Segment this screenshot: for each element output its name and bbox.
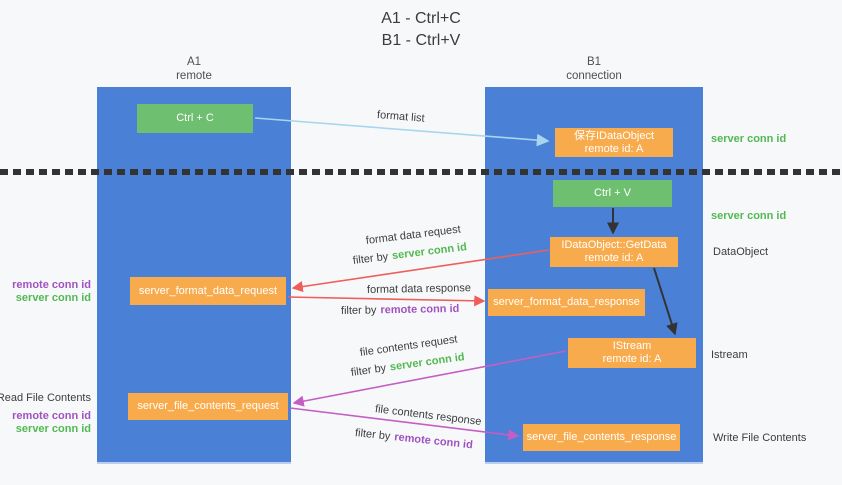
format-data-response-label: format data response	[366, 282, 472, 296]
server-file-contents-response-label: server_file_contents_response	[526, 431, 677, 443]
filter-by-text: filter by	[352, 250, 389, 267]
read-file-contents-annotation: Read File Contents	[0, 392, 91, 404]
diagram-title-line1: A1 - Ctrl+C	[381, 10, 461, 27]
diagram-title: A1 - Ctrl+C B1 - Ctrl+V	[0, 8, 842, 52]
ctrl-c-box: Ctrl + C	[137, 104, 253, 133]
ctrl-v-box: Ctrl + V	[553, 180, 672, 207]
column-a1-name: A1	[186, 56, 202, 68]
getdata-line1: IDataObject::GetData	[561, 239, 667, 251]
getdata-line2: remote id: A	[584, 252, 644, 264]
file-request-conn-ids-annotation: remote conn id server conn id	[12, 410, 91, 436]
ctrl-v-label: Ctrl + V	[594, 187, 631, 199]
server-format-data-response-label: server_format_data_response	[493, 296, 640, 308]
ctrl-c-label: Ctrl + C	[176, 112, 214, 124]
idataobject-getdata-box: IDataObject::GetData remote id: A	[550, 237, 678, 267]
diagram-title-line2: B1 - Ctrl+V	[381, 32, 461, 49]
server-format-data-request-box: server_format_data_request	[130, 277, 286, 305]
save-idataobject-line2: remote id: A	[584, 142, 644, 155]
server-format-data-request-label: server_format_data_request	[138, 284, 278, 297]
remote-conn-id-text: remote conn id	[12, 279, 91, 291]
remote-conn-id-text: remote conn id	[393, 431, 474, 452]
istream-annotation: Istream	[711, 349, 748, 361]
format-request-conn-ids-annotation: remote conn id server conn id	[12, 279, 91, 305]
file-contents-response-label: file contents response	[374, 403, 483, 429]
server-conn-id-text: server conn id	[15, 423, 91, 435]
server-conn-id-annotation-2: server conn id	[711, 210, 787, 222]
filter-by-text: filter by	[354, 427, 391, 443]
server-conn-id-text: server conn id	[15, 292, 91, 304]
format-data-response-arrow	[287, 295, 486, 307]
remote-conn-id-text: remote conn id	[380, 302, 460, 317]
format-list-label: format list	[376, 109, 426, 125]
column-b1-name: B1	[586, 56, 602, 68]
server-conn-id-text: server conn id	[391, 241, 468, 263]
save-idataobject-box: 保存IDataObject remote id: A	[555, 128, 673, 157]
write-file-contents-annotation: Write File Contents	[713, 432, 807, 444]
column-header-a1: A1 remote	[97, 55, 291, 83]
server-file-contents-request-box: server_file_contents_request	[128, 393, 288, 420]
column-b1-subtitle: connection	[566, 70, 622, 82]
server-format-data-response-box: server_format_data_response	[488, 289, 645, 316]
istream-line1: IStream	[612, 340, 652, 352]
remote-conn-id-text: remote conn id	[12, 410, 91, 422]
filter-by-text: filter by	[350, 362, 387, 379]
column-header-b1: B1 connection	[485, 55, 703, 83]
dataobject-annotation: DataObject	[713, 246, 769, 258]
save-idataobject-line1: 保存IDataObject	[573, 129, 655, 142]
filter-by-text: filter by	[340, 304, 377, 317]
column-a1-subtitle: remote	[176, 70, 212, 82]
istream-line2: remote id: A	[602, 353, 662, 365]
server-conn-id-text: server conn id	[389, 351, 466, 374]
istream-box: IStream remote id: A	[568, 338, 696, 368]
server-file-contents-request-label: server_file_contents_request	[137, 400, 279, 412]
server-file-contents-response-box: server_file_contents_response	[523, 424, 680, 451]
server-conn-id-annotation-1: server conn id	[711, 133, 787, 145]
